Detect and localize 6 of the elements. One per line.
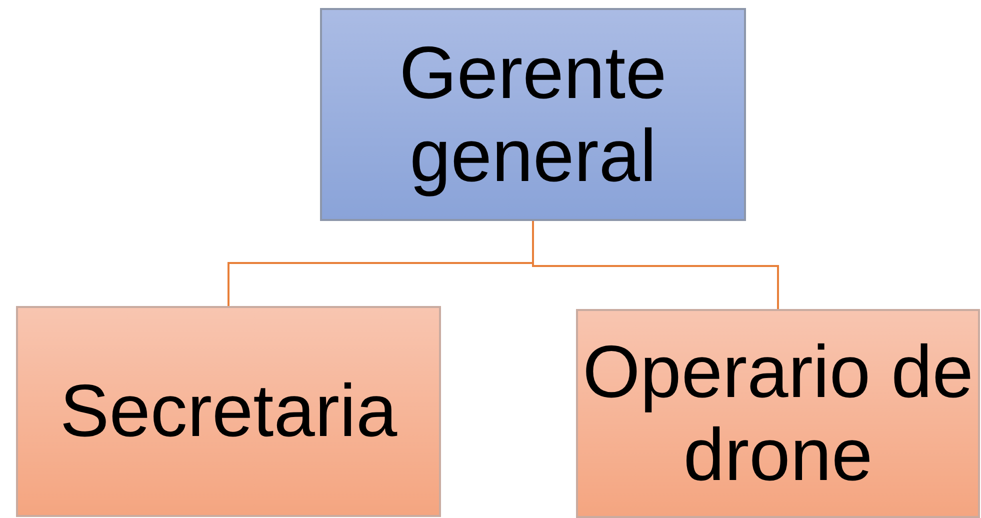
org-box [576, 309, 980, 518]
role-title: Gerente general [398, 32, 668, 198]
role-title: Operario de drone [582, 330, 974, 496]
org-box [16, 306, 441, 517]
role-title: Secretaria [60, 370, 398, 453]
org-box [320, 8, 746, 221]
